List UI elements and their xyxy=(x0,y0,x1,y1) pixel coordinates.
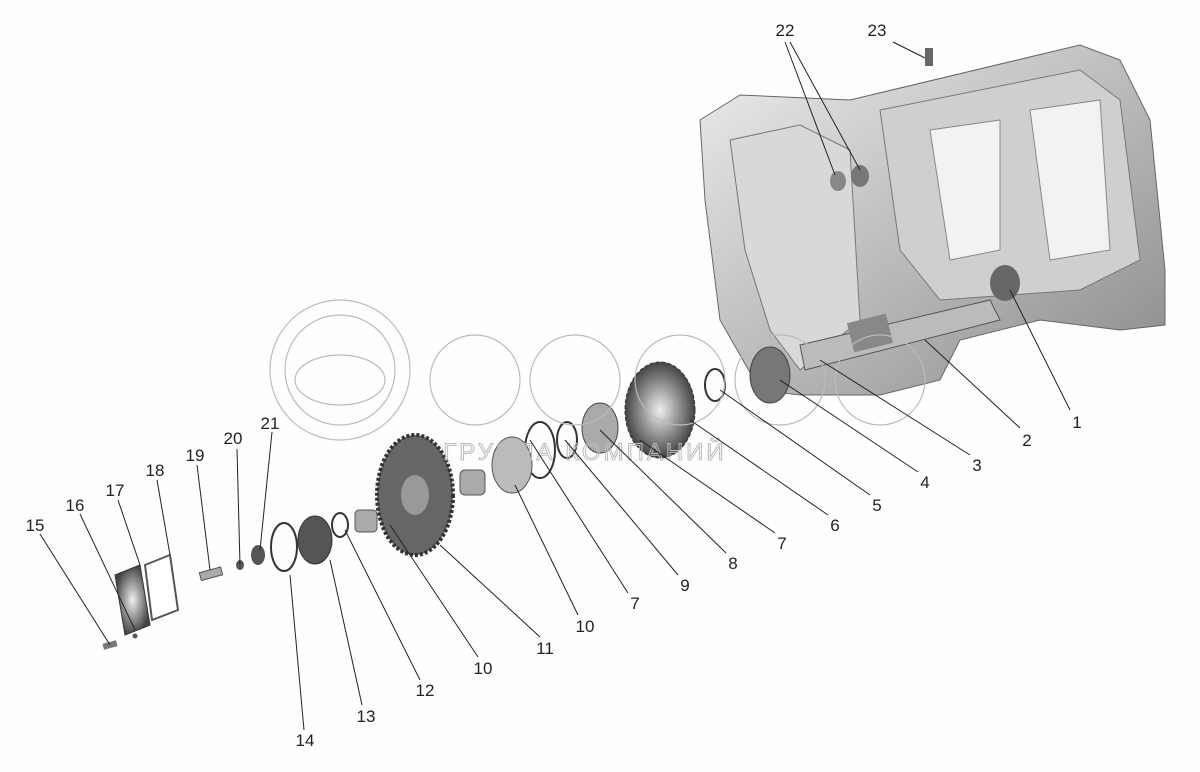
leader-line xyxy=(196,464,211,571)
leader-line xyxy=(719,389,871,496)
callout-label: 7 xyxy=(630,594,639,613)
bushing-12 xyxy=(354,509,378,533)
assembly-parts xyxy=(102,346,791,650)
leader-line xyxy=(779,379,919,473)
leader-line xyxy=(259,431,273,551)
bearing-10 xyxy=(491,436,533,494)
washer-16 xyxy=(132,633,138,639)
callout-label: 9 xyxy=(680,576,689,595)
leader-line xyxy=(156,479,171,556)
leader-line xyxy=(289,574,305,731)
ring-13 xyxy=(331,512,349,538)
callout-label: 16 xyxy=(66,496,85,515)
leader-line xyxy=(789,41,861,171)
spline-hub xyxy=(749,346,791,404)
callout-label: 6 xyxy=(830,516,839,535)
gearbox-housing xyxy=(699,44,1166,396)
leader-line xyxy=(439,544,541,638)
ring-14 xyxy=(270,522,298,572)
callout-label: 15 xyxy=(26,516,45,535)
gear-6 xyxy=(624,361,696,459)
callout-label: 20 xyxy=(224,429,243,448)
leader-line xyxy=(529,439,629,594)
leader-line xyxy=(329,559,363,706)
callout-label: 11 xyxy=(536,639,554,658)
callout-label: 23 xyxy=(868,21,887,40)
bushing-10 xyxy=(459,469,486,496)
callout-label: 10 xyxy=(474,659,493,678)
leader-line xyxy=(344,529,421,681)
leader-line xyxy=(389,524,479,658)
leader-line xyxy=(892,41,926,59)
seal-21 xyxy=(251,545,265,565)
leader-line xyxy=(236,448,241,566)
watermark-logo xyxy=(269,299,926,441)
leader-line xyxy=(514,484,579,616)
callout-label: 14 xyxy=(296,731,315,750)
gasket-18 xyxy=(143,553,180,622)
callout-label: 12 xyxy=(416,681,435,700)
callout-label: 2 xyxy=(1022,431,1031,450)
watermark-subtitle: ГРУППА КОМПАНИЙ xyxy=(443,438,726,466)
callout-label: 1 xyxy=(1072,413,1081,432)
callout-label: 17 xyxy=(106,481,125,500)
leader-line xyxy=(784,41,836,176)
callout-label: 18 xyxy=(146,461,165,480)
callout-label: 3 xyxy=(972,456,981,475)
leader-line xyxy=(1009,289,1071,411)
leader-line xyxy=(819,359,971,456)
leader-line xyxy=(639,439,776,534)
leader-line xyxy=(599,429,727,554)
callout-label: 5 xyxy=(872,496,881,515)
leader-line xyxy=(689,419,829,516)
callout-label: 10 xyxy=(576,617,595,636)
callout-label: 22 xyxy=(776,21,795,40)
leader-line xyxy=(39,533,111,646)
bolt-19 xyxy=(198,566,224,582)
callout-label: 7 xyxy=(777,534,786,553)
leader-line xyxy=(79,513,136,631)
leader-line xyxy=(924,339,1021,429)
leader-line xyxy=(564,439,679,576)
callout-label: 4 xyxy=(920,473,929,492)
callout-label: 13 xyxy=(357,707,376,726)
callout-label: 21 xyxy=(261,414,280,433)
bearing-13 xyxy=(297,515,333,565)
callout-label: 19 xyxy=(186,446,205,465)
ring-9 xyxy=(556,421,578,459)
callout-label: 8 xyxy=(728,554,737,573)
cover-17 xyxy=(114,564,151,636)
bearing-8 xyxy=(581,402,619,454)
shaft xyxy=(799,299,1001,371)
leader-line xyxy=(117,499,141,566)
bolt-23 xyxy=(925,48,933,66)
